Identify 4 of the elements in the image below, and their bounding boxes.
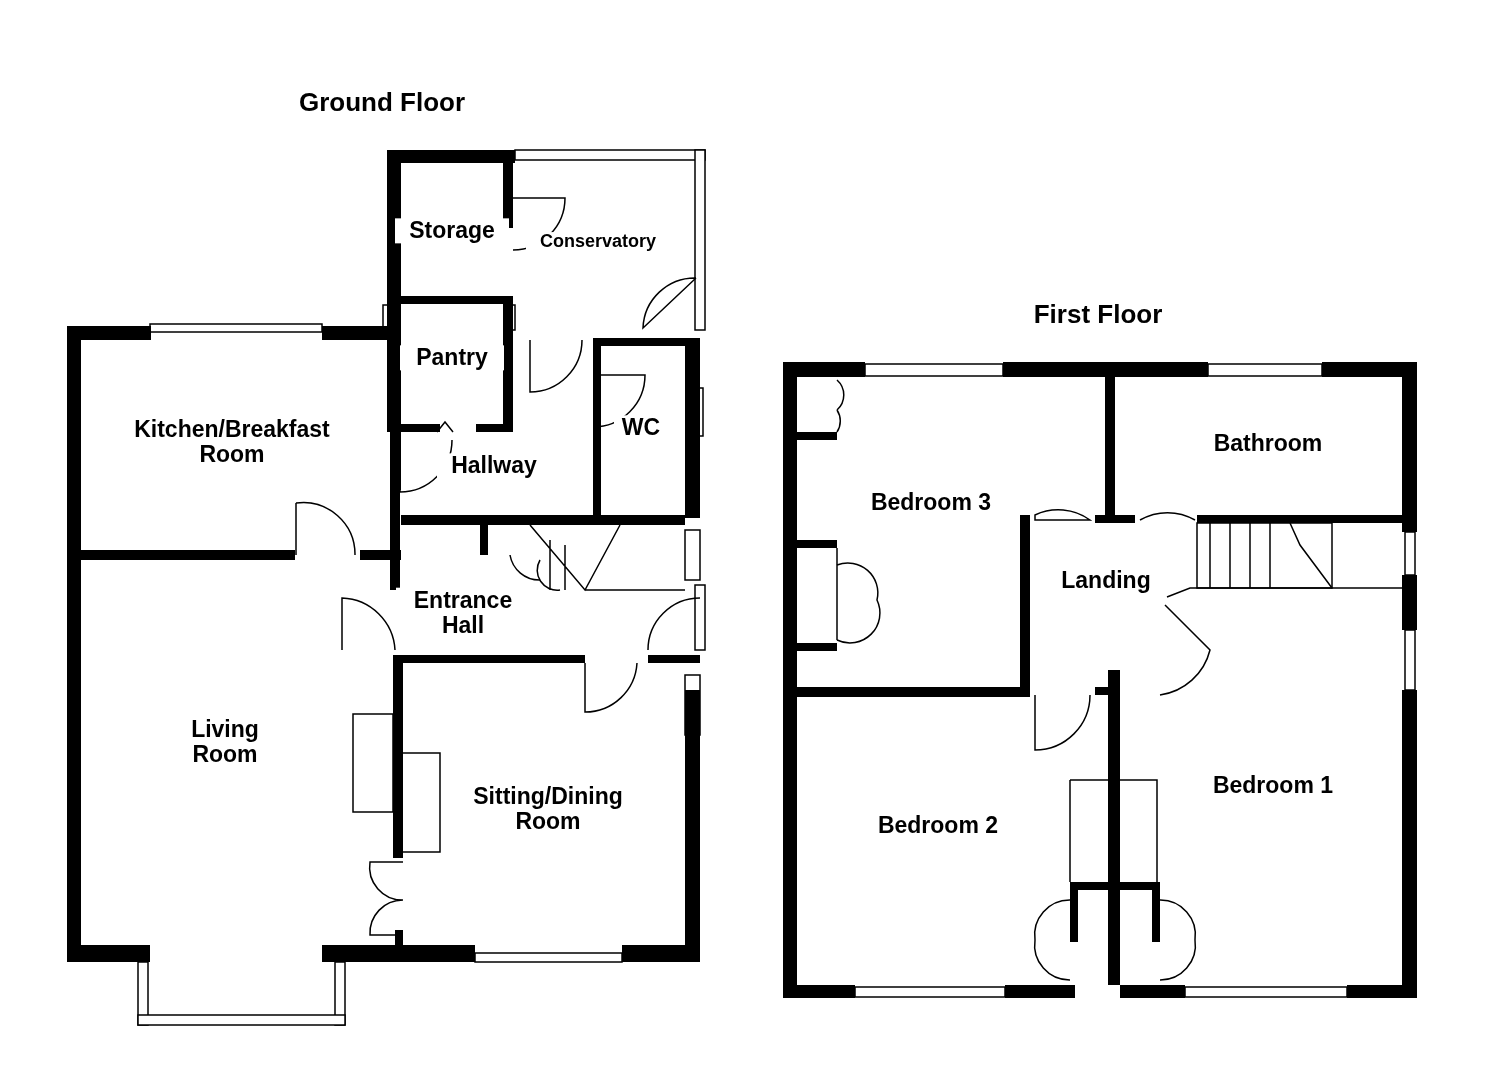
floor-heading: First Floor <box>1033 299 1163 329</box>
room-label: Storage <box>395 218 509 244</box>
floor-heading: Ground Floor <box>298 87 466 117</box>
room-label: Pantry <box>400 345 504 371</box>
